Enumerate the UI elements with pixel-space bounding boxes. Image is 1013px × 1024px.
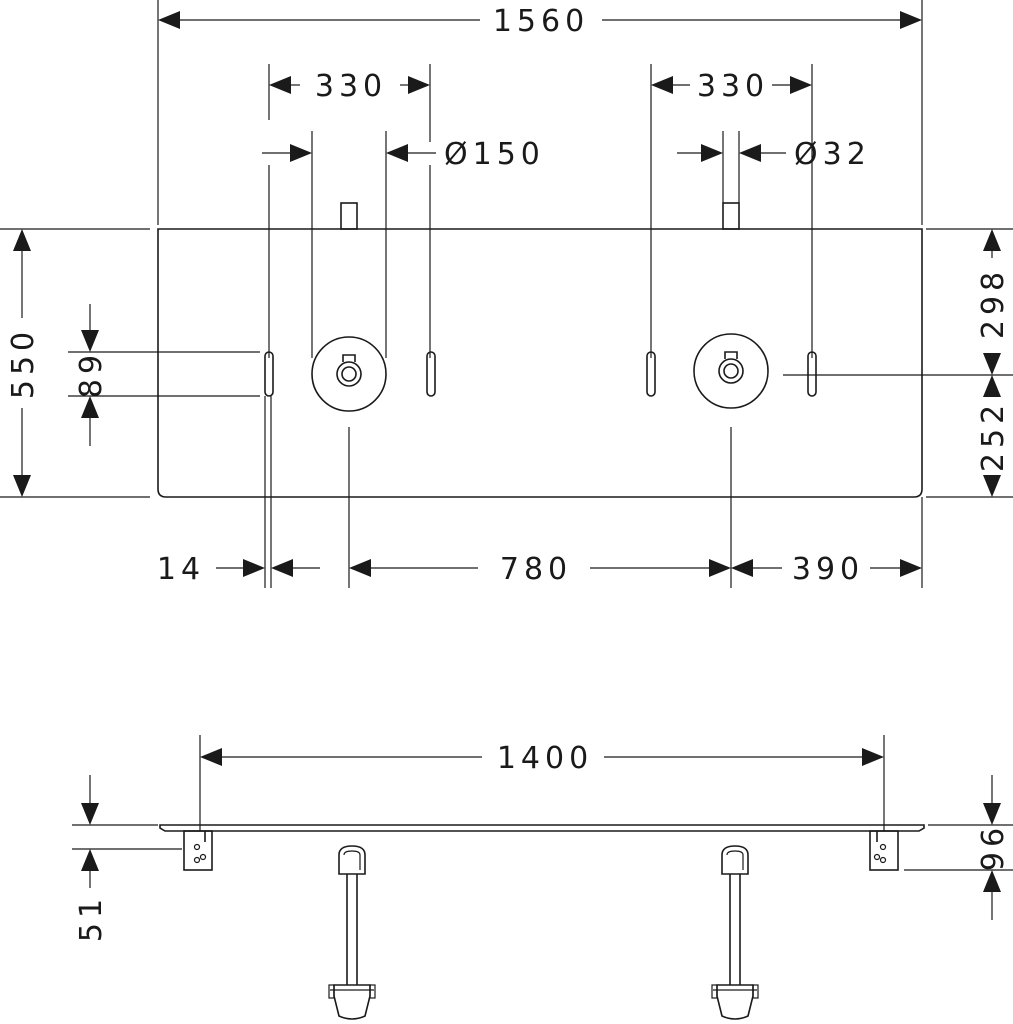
dim-right-offset: 390 xyxy=(792,552,864,587)
right-basin-circle xyxy=(693,333,769,409)
right-drain-outer xyxy=(718,358,744,384)
right-drain-stem xyxy=(724,351,738,359)
dim-drain-diameter: Ø32 xyxy=(794,137,871,172)
dim-bracket-height: 51 xyxy=(74,894,109,942)
slot-3 xyxy=(646,351,656,397)
dim-bracket-distance: 1400 xyxy=(497,741,593,776)
left-drain-inner xyxy=(341,366,357,382)
dim-basin-diameter: Ø150 xyxy=(444,137,545,172)
left-basin-circle xyxy=(311,336,387,412)
dim-right-spacing: 330 xyxy=(697,69,769,104)
left-drain-pipe xyxy=(328,845,376,1020)
right-drain-pipe xyxy=(711,845,759,1020)
front-slab xyxy=(159,824,925,832)
dim-center-distance: 780 xyxy=(500,552,572,587)
left-drain-outer xyxy=(336,361,362,387)
dim-depth: 550 xyxy=(6,327,41,399)
slot-1 xyxy=(264,351,274,397)
dim-slot-height: 89 xyxy=(74,350,109,398)
right-bracket xyxy=(869,830,899,871)
right-tap-stub xyxy=(722,202,740,230)
left-drain-stem xyxy=(342,354,356,362)
slot-2 xyxy=(426,351,436,397)
dim-side-height: 96 xyxy=(976,823,1011,871)
dim-left-spacing: 330 xyxy=(315,69,387,104)
left-tap-stub xyxy=(340,202,358,230)
dim-center-to-bottom: 252 xyxy=(976,400,1011,472)
basin-outline xyxy=(157,228,923,498)
slot-4 xyxy=(807,351,817,397)
dim-top-to-center: 298 xyxy=(976,267,1011,339)
front-view xyxy=(72,735,1013,1020)
left-bracket xyxy=(183,830,213,871)
right-drain-inner xyxy=(723,363,739,379)
top-view xyxy=(0,0,1013,588)
dim-total-width: 1560 xyxy=(493,4,589,39)
dim-left-offset: 14 xyxy=(157,552,205,587)
